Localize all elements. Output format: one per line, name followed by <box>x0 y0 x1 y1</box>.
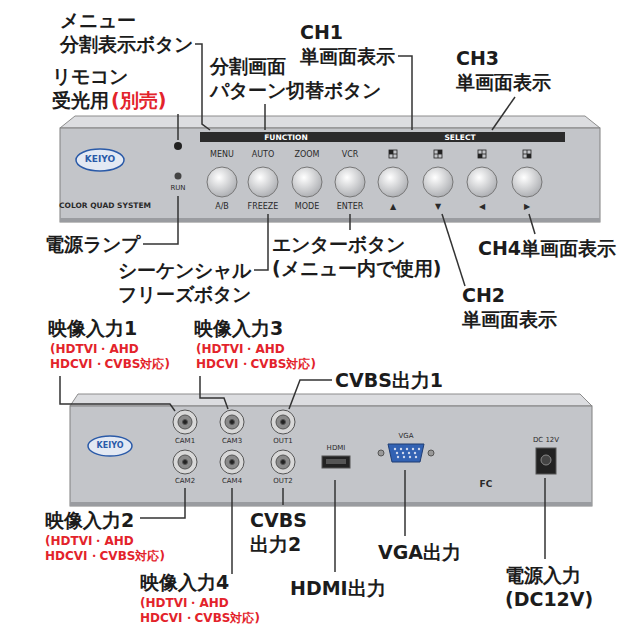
callout-note: (HDTVI・AHD HDCVI・CVBS対応) <box>140 596 272 626</box>
callout-text: CH1 単画面表示 <box>300 20 410 68</box>
callout-text: 電源入力 (DC12V) <box>505 563 605 611</box>
port-caption: CAM1 <box>175 437 195 446</box>
callout-note: (HDTVI・AHD HDCVI・CVBS対応) <box>45 534 177 564</box>
lamp-caption: RUN <box>170 184 185 193</box>
callout-text: 映像入力2 <box>45 508 134 532</box>
callout-text: エンターボタン (メニュー内で使用) <box>272 232 447 280</box>
panel-heading: SELECT <box>444 133 475 142</box>
port-caption: CAM4 <box>222 477 242 486</box>
port-caption: DC 12V <box>533 436 559 445</box>
callout-text: シーケンシャル フリーズボタン <box>118 258 263 306</box>
button-caption: MENU <box>210 150 234 160</box>
callout-text: CVBS出力1 <box>335 368 443 392</box>
port-caption: OUT2 <box>273 477 292 486</box>
button-caption: ENTER <box>337 202 364 212</box>
button-caption: ▲ <box>390 202 396 212</box>
mark-text: FC <box>480 479 493 490</box>
callout-text: HDMI出力 <box>290 576 386 600</box>
callout-text: 映像入力1 <box>48 316 137 340</box>
callout-note: (別売) <box>111 88 166 112</box>
callout-note: (HDTVI・AHD HDCVI・CVBS対応) <box>50 342 182 372</box>
callout-note: (HDTVI・AHD HDCVI・CVBS対応) <box>196 342 328 372</box>
button-caption: ▼ <box>435 202 441 212</box>
port-caption: VGA <box>398 432 413 441</box>
button-caption: A/B <box>215 202 229 212</box>
panel-heading: FUNCTION <box>264 133 308 142</box>
port-caption: HDMI <box>327 444 346 453</box>
button-caption: MODE <box>295 202 319 212</box>
button-caption: AUTO <box>252 150 275 160</box>
callout-text: CH3 単画面表示 <box>456 46 566 94</box>
button-caption: FREEZE <box>248 202 279 212</box>
callout-text: VGA出力 <box>378 540 461 564</box>
callout-text: CVBS 出力2 <box>250 508 320 556</box>
brand-logo: KEIYO <box>97 441 124 451</box>
callout-text: CH4単画面表示 <box>478 236 616 260</box>
callout-text: CH2 単画面表示 <box>462 283 572 331</box>
port-caption: CAM3 <box>222 437 242 446</box>
rear-panel <box>70 394 592 506</box>
button-caption: ▶ <box>524 202 530 212</box>
port-caption: OUT1 <box>273 437 292 446</box>
brand-logo: KEIYO <box>85 154 115 165</box>
callout-text: メニュー 分割表示ボタン <box>60 8 210 56</box>
button-caption: ◀ <box>479 202 485 212</box>
button-caption: VCR <box>342 150 359 160</box>
callout-text: 電源ランプ <box>45 232 140 256</box>
front-panel <box>60 116 600 222</box>
port-caption: CAM2 <box>175 477 195 486</box>
callout-text: 映像入力3 <box>194 316 283 340</box>
model-name: COLOR QUAD SYSTEM <box>59 201 151 210</box>
button-caption: ZOOM <box>295 150 320 160</box>
callout-text: 映像入力4 <box>140 570 229 594</box>
